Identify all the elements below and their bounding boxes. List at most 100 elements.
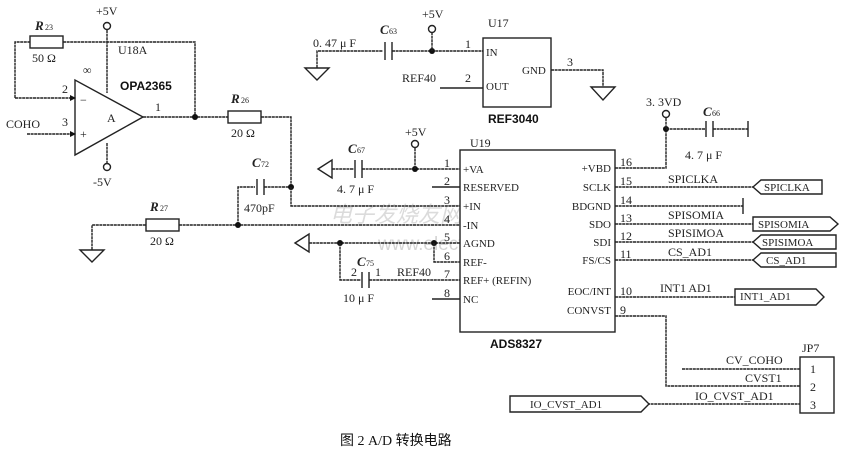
u19-part: ADS8327 <box>490 337 542 351</box>
svg-text:3: 3 <box>567 55 573 69</box>
u19-pin-2-name: RESERVED <box>463 182 519 194</box>
u19-pin-9-num: 9 <box>620 303 626 317</box>
opamp-infinity: ∞ <box>83 63 92 77</box>
svg-text:23: 23 <box>45 23 53 32</box>
net-int1-ad1: INT1 AD1 <box>660 281 712 295</box>
c66-value: 4. 7 μ F <box>685 148 722 162</box>
u19-pin-10-num: 10 <box>620 284 632 298</box>
c67-ref: C <box>348 141 357 156</box>
u17-vcc-label: +5V <box>422 7 444 21</box>
net-ref40-u17: REF40 <box>402 71 436 85</box>
u19-pin-8-name: NC <box>463 294 478 306</box>
svg-text:SPISIMOA: SPISIMOA <box>762 237 813 249</box>
u19-vcc-terminal <box>410 139 420 149</box>
svg-text:26: 26 <box>241 96 249 105</box>
c75-ref: C <box>357 254 366 269</box>
vbd-label: 3. 3VD <box>646 95 682 109</box>
u17-ref: U17 <box>488 16 509 30</box>
svg-text:OUT: OUT <box>486 81 509 93</box>
svg-text:GND: GND <box>522 65 546 77</box>
vpos-terminal <box>102 21 112 31</box>
port-cs-ad1 <box>751 252 837 268</box>
svg-text:1: 1 <box>810 362 816 376</box>
opamp-u18a: ∞ U18A OPA2365 A − + 2 3 1 <box>62 43 172 157</box>
svg-text:1: 1 <box>465 37 471 51</box>
svg-text:2: 2 <box>351 265 357 279</box>
opamp-pin2: 2 <box>62 82 68 96</box>
u17-vcc-terminal <box>427 24 437 34</box>
svg-text:2: 2 <box>810 380 816 394</box>
connector-jp7 <box>799 356 835 414</box>
u19-pin-1-num: 1 <box>444 156 450 170</box>
u17-part: REF3040 <box>488 112 539 126</box>
u19-pin-5-num: 5 <box>444 230 450 244</box>
net-spisimoa: SPISIMOA <box>668 226 724 240</box>
svg-text:75: 75 <box>366 259 374 268</box>
u19-pin-11-name: FS/CS <box>582 255 611 267</box>
net-ref40-u19: REF40 <box>397 265 431 279</box>
vpos-label: +5V <box>96 4 118 18</box>
net-cs-ad1: CS_AD1 <box>668 245 712 259</box>
u19-pin-13-num: 13 <box>620 211 632 225</box>
r23-ref: R <box>34 18 44 33</box>
svg-text:3: 3 <box>810 398 816 412</box>
u19-pin-13-name: SDO <box>589 219 611 231</box>
jp7-ref: JP7 <box>802 341 819 355</box>
opamp-plus: + <box>80 127 87 141</box>
vbd-terminal <box>661 109 671 119</box>
u19-pin-7-num: 7 <box>444 267 450 281</box>
u19-vcc-label: +5V <box>405 125 427 139</box>
u19-pin-3-num: 3 <box>444 193 450 207</box>
net-cv-coho: CV_COHO <box>726 353 783 367</box>
u19-pin-2-num: 2 <box>444 174 450 188</box>
u19-pin-6-name: REF- <box>463 257 487 269</box>
svg-text:INT1_AD1: INT1_AD1 <box>740 291 791 303</box>
svg-text:66: 66 <box>712 109 720 118</box>
vneg-label: -5V <box>93 175 112 189</box>
ground-icon <box>293 232 310 254</box>
ic-u17 <box>482 37 552 108</box>
ground-icon <box>78 249 106 263</box>
u19-ref: U19 <box>470 136 491 150</box>
svg-text:1: 1 <box>375 265 381 279</box>
opamp-symbol: A <box>107 111 116 125</box>
r26-value: 20 Ω <box>231 126 255 140</box>
c72-ref: C <box>252 155 261 170</box>
svg-text:67: 67 <box>357 146 365 155</box>
opamp-pin1: 1 <box>155 100 161 114</box>
u19-pin-14-num: 14 <box>620 193 632 207</box>
port-io-cvst-ad1 <box>509 395 650 413</box>
u19-pin-15-name: SCLK <box>583 182 611 194</box>
resistor-r26 <box>227 110 262 124</box>
svg-text:IO_CVST_AD1: IO_CVST_AD1 <box>530 399 602 411</box>
u19-pin-15-num: 15 <box>620 174 632 188</box>
c63-ref: C <box>380 22 389 37</box>
r27-ref: R <box>149 199 159 214</box>
u19-pin-11-num: 11 <box>620 247 632 261</box>
svg-text:27: 27 <box>160 204 168 213</box>
u19-pin-10-name: EOC/INT <box>568 286 612 298</box>
port-int1-ad1 <box>734 288 825 306</box>
opamp-part: OPA2365 <box>120 79 172 93</box>
u19-pin-4-num: 4 <box>444 212 450 226</box>
resistor-r27 <box>145 218 180 232</box>
u19-pin-1-name: +VA <box>463 164 484 176</box>
u19-pin-7-name: REF+ (REFIN) <box>463 275 532 287</box>
c75-value: 10 μ F <box>343 291 374 305</box>
c67-value: 4. 7 μ F <box>337 182 374 196</box>
figure-caption: 图 2 A/D 转换电路 <box>340 432 452 449</box>
svg-text:2: 2 <box>465 71 471 85</box>
svg-text:SPISOMIA: SPISOMIA <box>758 219 809 231</box>
u19-pin-16-num: 16 <box>620 155 632 169</box>
u19-pin-16-name: +VBD <box>582 163 611 175</box>
ground-icon <box>589 86 617 102</box>
u19-pin-4-name: -IN <box>463 220 478 232</box>
port-spisomia <box>752 216 840 232</box>
c72-value: 470pF <box>244 201 275 215</box>
opamp-ref: U18A <box>118 43 148 57</box>
r23-value: 50 Ω <box>32 51 56 65</box>
ic-u19 <box>459 149 616 333</box>
u19-pin-12-name: SDI <box>593 237 611 249</box>
u19-pin-3-name: +IN <box>463 201 481 213</box>
